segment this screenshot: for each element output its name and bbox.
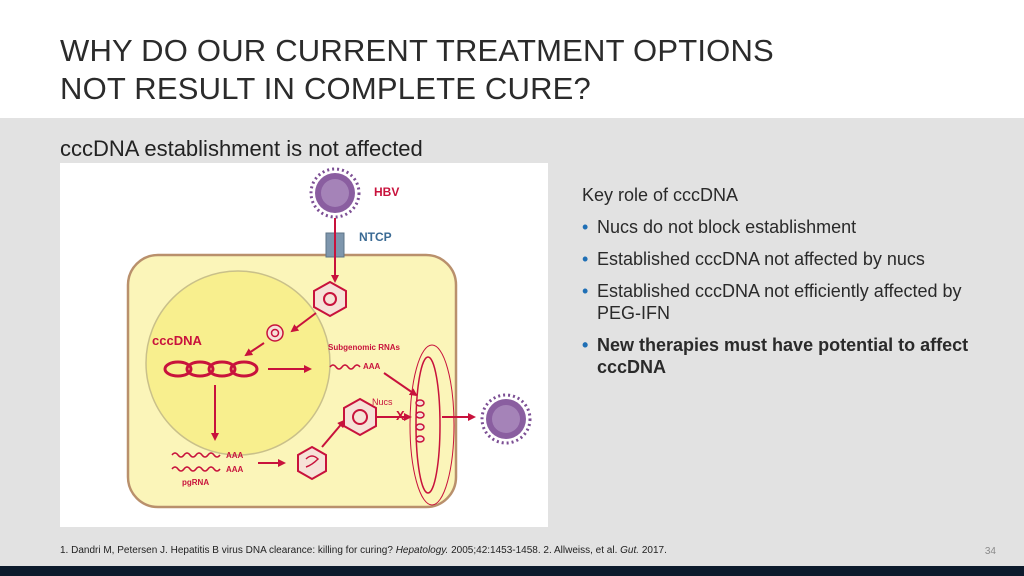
footnote-journal-1: Hepatology. (395, 545, 449, 556)
footnote-part-2: 2005;42:1453-1458. 2. Allweiss, et al. (448, 545, 621, 556)
subgenomic-rnas-label: Subgenomic RNAs (328, 343, 401, 352)
key-point-4: New therapies must have potential to aff… (582, 334, 982, 378)
subgenomic-rna-strand (329, 364, 361, 370)
key-point-3: Established cccDNA not efficiently affec… (582, 280, 982, 324)
title-band (0, 0, 1024, 118)
hbv-virion-icon (309, 167, 361, 219)
page-number: 34 (984, 546, 996, 557)
key-points-panel: Key role of cccDNA Nucs do not block est… (582, 184, 982, 388)
rcdna-to-cccdna-arrow (244, 342, 265, 357)
released-virion-icon (480, 393, 532, 445)
ntcp-label: NTCP (359, 230, 392, 244)
pgrna-strand-2 (171, 466, 221, 472)
slide-title: WHY DO OUR CURRENT TREATMENT OPTIONS NOT… (60, 32, 774, 108)
key-points-list: Nucs do not block establishment Establis… (582, 216, 982, 378)
hbv-label: HBV (374, 185, 399, 199)
cccdna-diagram: HBV NTCP cccDNA Subgenomic RNAs (60, 163, 548, 527)
bottom-bar (0, 566, 1024, 576)
title-line-2: NOT RESULT IN COMPLETE CURE? (60, 71, 591, 106)
capsid-icon (313, 280, 347, 318)
references-footnote: 1. Dandri M, Petersen J. Hepatitis B vir… (60, 545, 667, 556)
immature-capsid-icon (297, 445, 327, 481)
subgenomic-to-membrane-arrow (383, 372, 418, 397)
pgrna-label: pgRNA (182, 478, 209, 487)
footnote-part-1: 1. Dandri M, Petersen J. Hepatitis B vir… (60, 545, 396, 556)
key-point-2: Established cccDNA not affected by nucs (582, 248, 982, 270)
mature-capsid-icon (343, 397, 377, 437)
cccdna-label: cccDNA (152, 333, 202, 348)
pgrna-aaa-label-1: AAA (226, 451, 244, 460)
title-line-1: WHY DO OUR CURRENT TREATMENT OPTIONS (60, 33, 774, 68)
key-points-heading: Key role of cccDNA (582, 185, 739, 205)
subgenomic-aaa-label: AAA (363, 362, 381, 371)
cccdna-diagram-svg: HBV NTCP cccDNA Subgenomic RNAs (126, 167, 532, 509)
footnote-journal-2: Gut. (620, 545, 640, 556)
capsid-to-mature-arrow (321, 419, 346, 448)
capsid-to-nucleus-arrow (290, 312, 317, 333)
key-point-1: Nucs do not block establishment (582, 216, 982, 238)
envelope-proteins (415, 399, 425, 443)
slide-subtitle: cccDNA establishment is not affected (60, 136, 423, 161)
pgrna-strand-1 (171, 452, 221, 458)
pgrna-aaa-label-2: AAA (226, 465, 244, 474)
nucs-block-mark: X (396, 408, 405, 423)
rcdna-icon (266, 324, 284, 342)
footnote-part-3: 2017. (639, 545, 667, 556)
nucs-label: Nucs (372, 397, 393, 407)
cccdna-minichromosome-icon (163, 360, 259, 378)
